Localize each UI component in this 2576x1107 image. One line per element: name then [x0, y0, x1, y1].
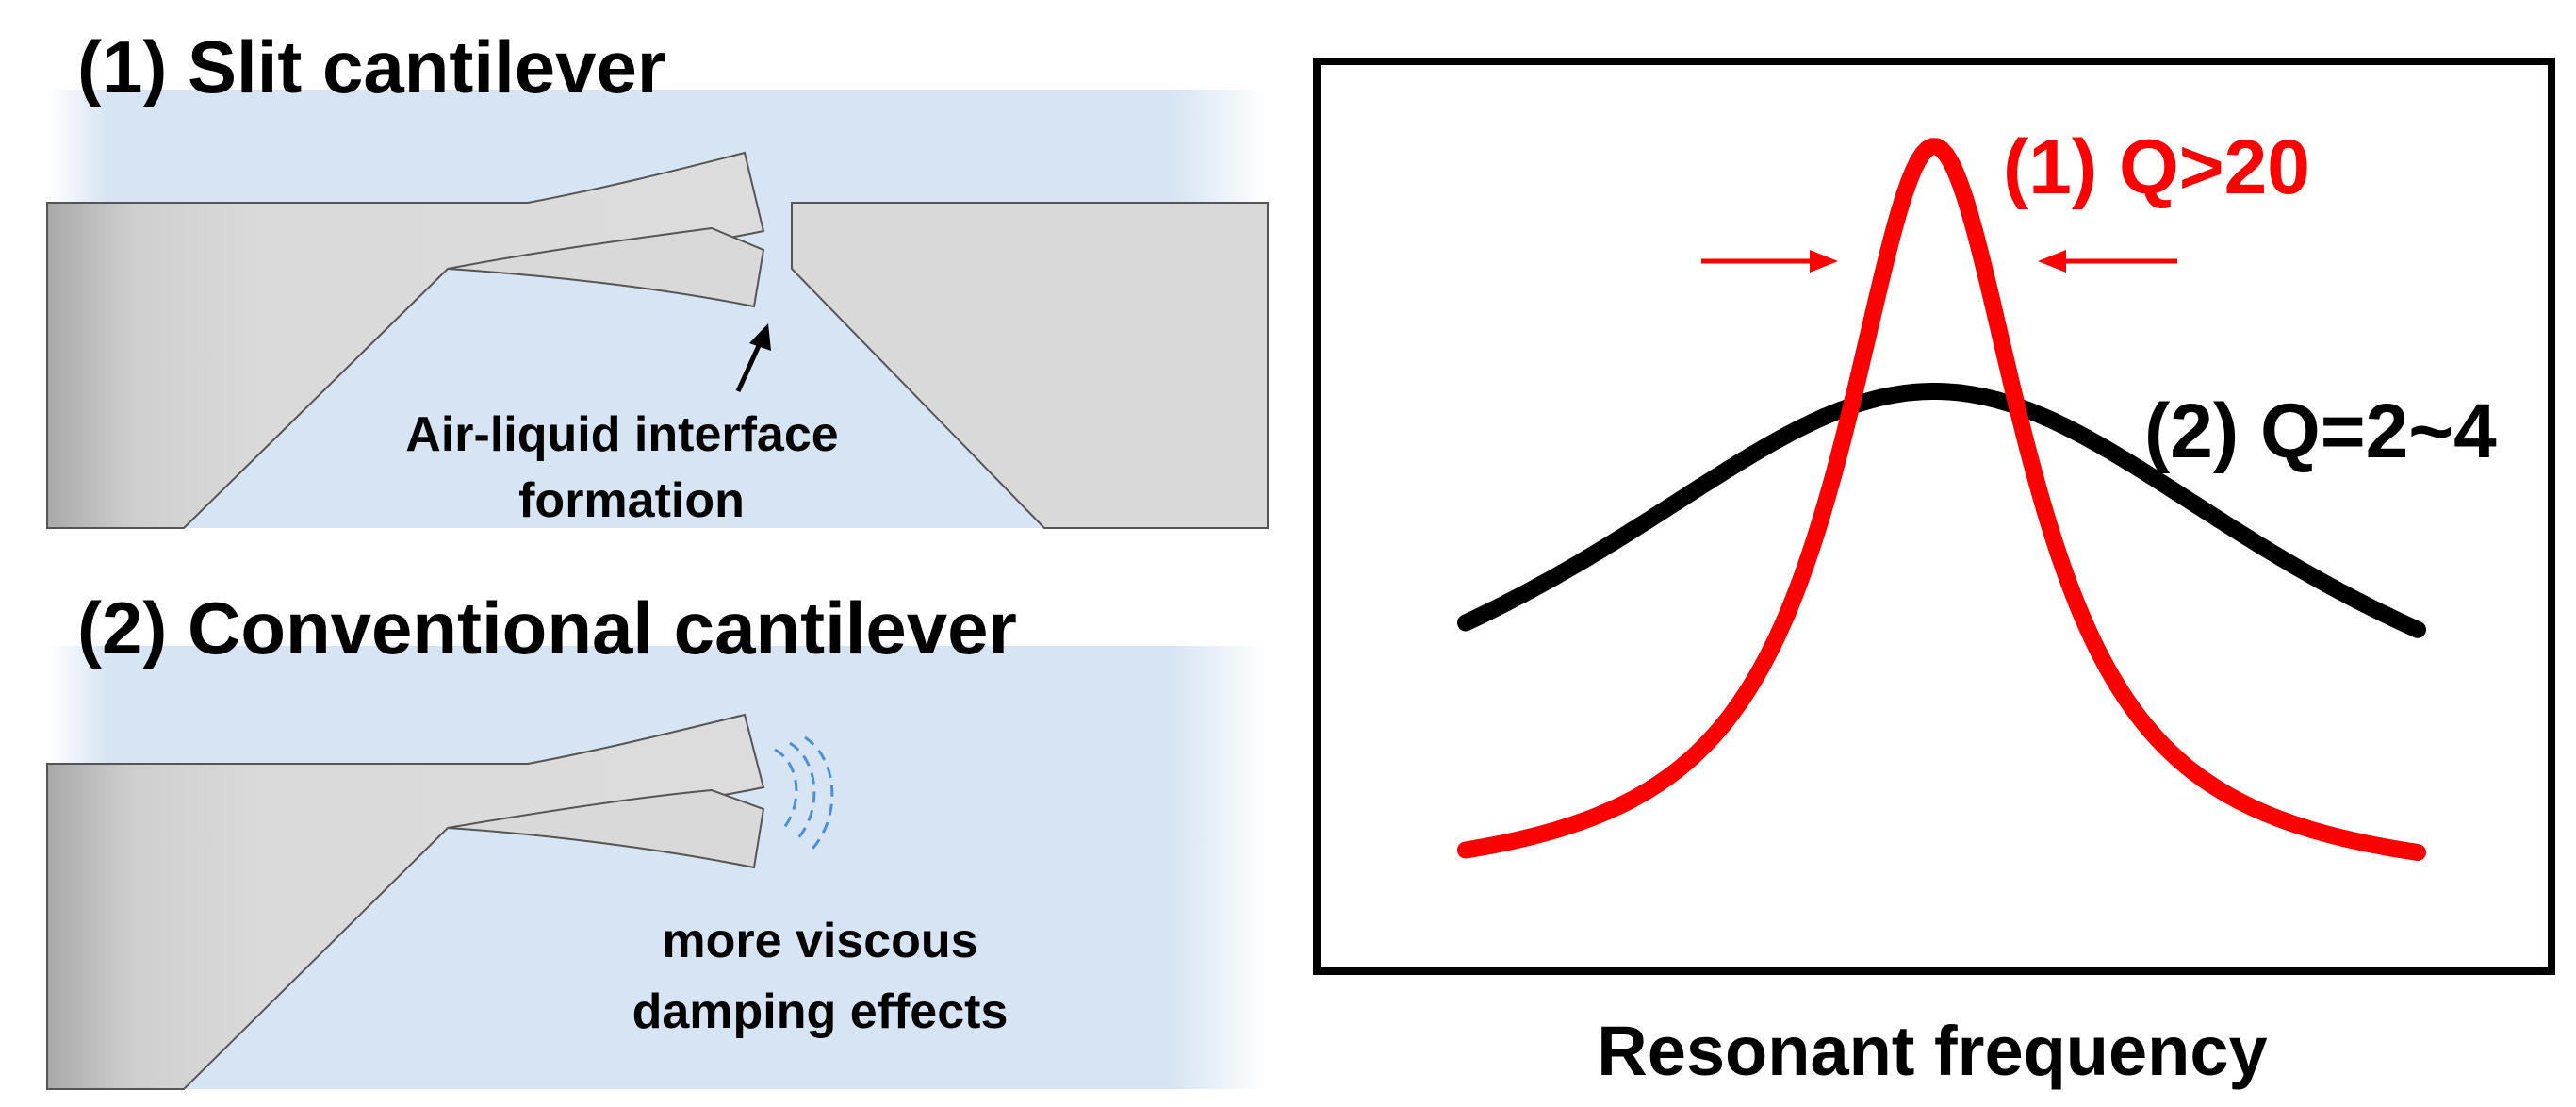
graph-frame	[1313, 58, 2555, 975]
panel-slit-cantilever: (1) Slit cantilever Air-liquid interface…	[46, 25, 1269, 529]
arrowhead-air-liquid-interface	[749, 323, 771, 351]
panel-conventional-cantilever: (2) Conventional cantilever more viscous…	[46, 587, 1268, 1090]
chip-base-right-1	[791, 202, 1269, 529]
fwhm-arrows	[1701, 250, 2177, 273]
panel2-title: (2) Conventional cantilever	[77, 587, 1017, 669]
curve-slit	[1457, 138, 2426, 861]
curve2-label: (2) Q=2~4	[2144, 388, 2497, 474]
panel2-annotation-line2: damping effects	[632, 984, 1009, 1039]
arrow-air-liquid-interface	[735, 338, 764, 393]
resonance-graph: (1) Q>20 (2) Q=2~4 Resonant frequency	[1313, 58, 2555, 1090]
cantilever-lower-beam-1	[447, 226, 765, 308]
curve1-label: (1) Q>20	[2003, 124, 2310, 210]
fwhm-arrowhead-right-icon	[2038, 250, 2066, 273]
panel1-title: (1) Slit cantilever	[77, 25, 665, 108]
viscous-ripple-icon	[774, 735, 834, 850]
panel2-annotation-line1: more viscous	[662, 914, 977, 968]
x-axis-label: Resonant frequency	[1597, 1012, 2267, 1090]
fwhm-arrowhead-left-icon	[1810, 250, 1838, 273]
panel1-annotation-line1: Air-liquid interface	[405, 407, 838, 462]
panel1-annotation-line2: formation	[518, 473, 745, 528]
curve-conventional	[1457, 383, 2426, 638]
cantilever-lower-beam-2	[447, 788, 765, 869]
